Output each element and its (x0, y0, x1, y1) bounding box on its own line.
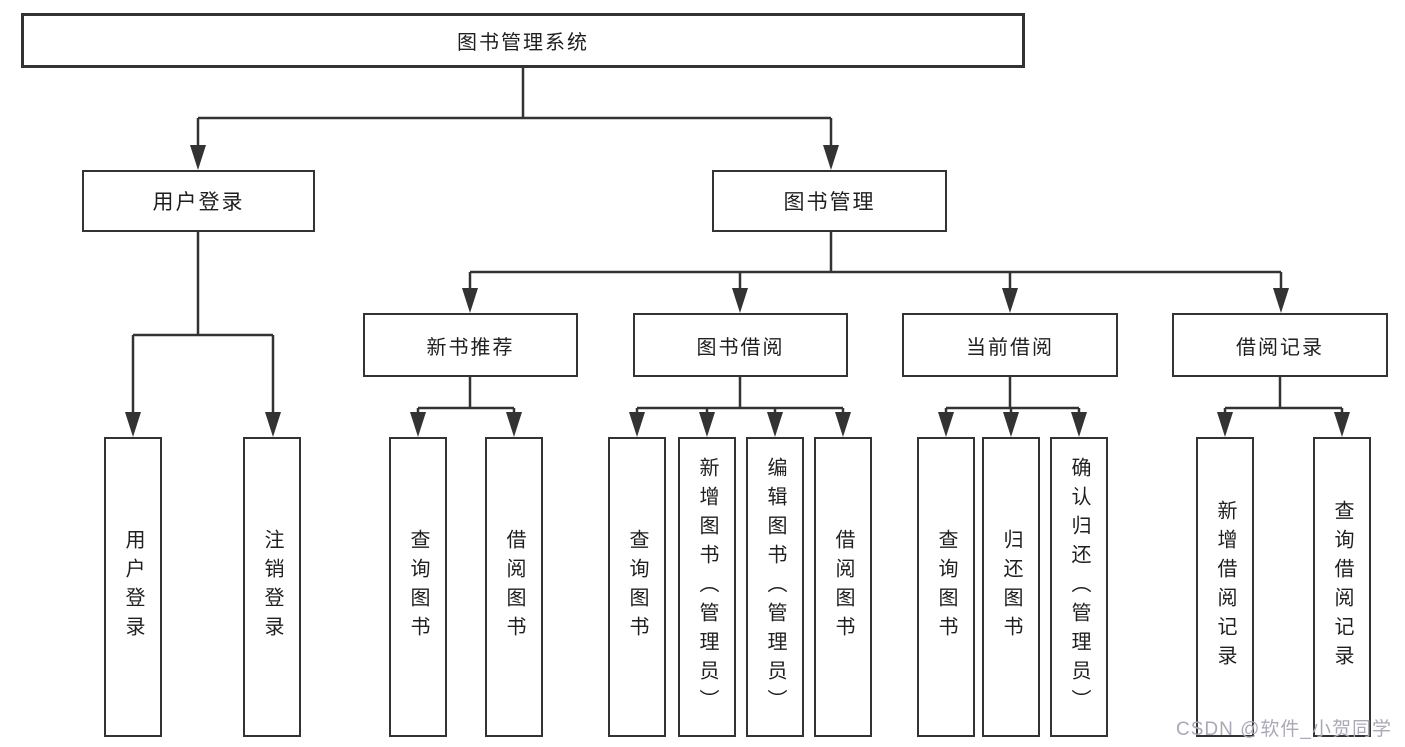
node-book-borrowing: 图书借阅 (633, 313, 848, 377)
node-label: 当前借阅 (966, 336, 1054, 359)
node-label: 图书管理系统 (457, 32, 589, 54)
leaf-query-books-3: 查询图书 (917, 437, 975, 737)
connector-segments (131, 68, 1344, 413)
leaf-query-books-2: 查询图书 (608, 437, 666, 737)
node-label: 新增图书（管理员） (696, 456, 718, 718)
node-label: 新增借阅记录 (1214, 500, 1236, 674)
node-book-management: 图书管理 (712, 170, 947, 232)
watermark: CSDN @软件_小贺同学 (1176, 719, 1392, 740)
arrowhead-icons (125, 145, 1350, 437)
leaf-logout: 注销登录 (243, 437, 301, 737)
node-library-management-system: 图书管理系统 (21, 13, 1025, 68)
node-label: 编辑图书（管理员） (764, 456, 786, 718)
node-label: 注销登录 (261, 529, 283, 645)
node-label: 借阅记录 (1236, 336, 1324, 359)
node-user-login: 用户登录 (82, 170, 315, 232)
node-label: 查询图书 (626, 529, 648, 645)
leaf-query-books-1: 查询图书 (389, 437, 447, 737)
node-label: 借阅图书 (832, 529, 854, 645)
leaf-user-login: 用户登录 (104, 437, 162, 737)
node-label: 用户登录 (122, 529, 144, 645)
node-current-borrowing: 当前借阅 (902, 313, 1118, 377)
node-label: 归还图书 (1000, 529, 1022, 645)
leaf-return-books: 归还图书 (982, 437, 1040, 737)
node-label: 借阅图书 (503, 529, 525, 645)
node-label: 查询图书 (935, 529, 957, 645)
leaf-borrow-books-2: 借阅图书 (814, 437, 872, 737)
leaf-add-borrow-record: 新增借阅记录 (1196, 437, 1254, 737)
leaf-edit-books-admin: 编辑图书（管理员） (746, 437, 804, 737)
node-label: 用户登录 (152, 191, 245, 214)
node-label: 确认归还（管理员） (1068, 456, 1090, 718)
leaf-borrow-books-1: 借阅图书 (485, 437, 543, 737)
node-label: 图书管理 (783, 191, 876, 214)
leaf-query-borrow-record: 查询借阅记录 (1313, 437, 1371, 737)
leaf-add-books-admin: 新增图书（管理员） (678, 437, 736, 737)
node-label: 新书推荐 (426, 336, 515, 359)
leaf-confirm-return-admin: 确认归还（管理员） (1050, 437, 1108, 737)
node-label: 图书借阅 (696, 336, 785, 359)
node-label: 查询图书 (407, 529, 429, 645)
node-new-book-recommend: 新书推荐 (363, 313, 578, 377)
node-borrow-records: 借阅记录 (1172, 313, 1388, 377)
node-label: 查询借阅记录 (1331, 500, 1353, 674)
